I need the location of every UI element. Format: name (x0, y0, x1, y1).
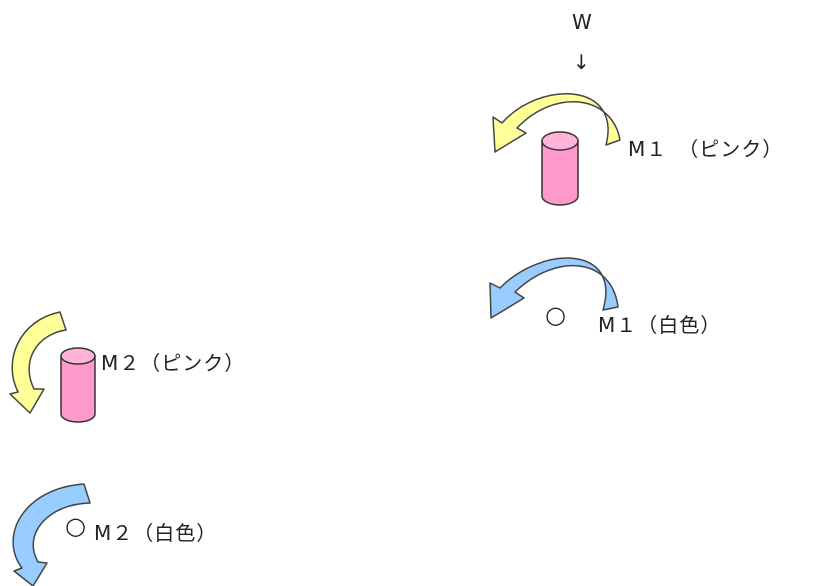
m1-white-circle: ○ (545, 301, 567, 329)
m2-pink-label: M２（ピンク） (101, 351, 246, 375)
m1-pink-label: M１ （ピンク） (628, 137, 784, 161)
m2-white-label: M２（白色） (94, 521, 218, 545)
m2-white-circle: ○ (65, 512, 87, 540)
w-down-arrow: ↓ (573, 50, 591, 74)
m1-pink-cylinder-icon (541, 131, 579, 206)
m2-pink-cylinder-icon (60, 347, 96, 423)
m1-pink-yellow-arrow-icon (492, 93, 621, 153)
m1-white-blue-arrow-icon (489, 257, 619, 319)
m1-white-label: M１（白色） (598, 313, 722, 337)
w-label: W (572, 10, 593, 34)
m2-pink-yellow-arrow-icon (9, 311, 67, 414)
m2-white-blue-arrow-icon (12, 483, 91, 586)
